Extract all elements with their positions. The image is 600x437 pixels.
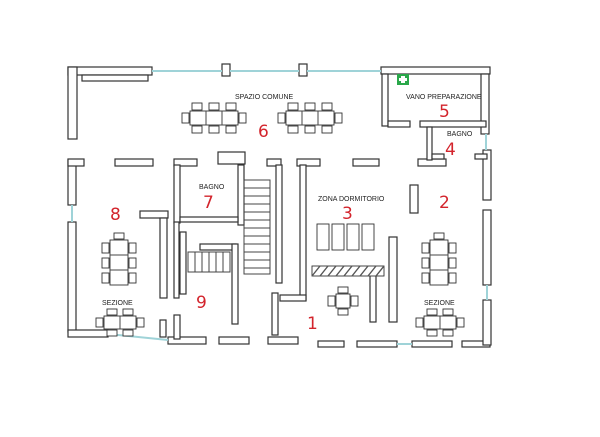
room-number-3: 3 xyxy=(342,204,353,224)
tables-sezione-left xyxy=(95,232,145,337)
label-vano-preparazione: VANO PREPARAZIONE xyxy=(406,94,482,101)
wall-top-left xyxy=(67,66,153,76)
windows xyxy=(71,70,488,345)
room-number-8: 8 xyxy=(110,205,121,225)
tables-spazio-comune xyxy=(181,102,343,134)
label-bagno-left: BAGNO xyxy=(199,184,225,191)
exterior-walls xyxy=(67,63,492,348)
room-number-5: 5 xyxy=(439,102,450,122)
wall-inner-top-left xyxy=(81,74,149,82)
wall-vano-left xyxy=(381,73,389,127)
wall-left-mid xyxy=(67,159,77,206)
label-sezione-left: SEZIONE xyxy=(102,300,133,307)
wall-top-right xyxy=(380,66,491,75)
room-number-4: 4 xyxy=(445,140,456,160)
wall-bottom-5 xyxy=(317,340,345,348)
label-spazio-comune: SPAZIO COMUNE xyxy=(235,94,294,101)
wall-bottom-6 xyxy=(356,340,398,348)
wall-vano-bottom-a xyxy=(387,120,411,128)
wall-bottom-4 xyxy=(267,336,299,345)
room-number-7: 7 xyxy=(203,193,214,213)
room-number-1: 1 xyxy=(307,314,318,334)
wall-bottom-2 xyxy=(167,336,207,345)
room-number-2: 2 xyxy=(439,193,450,213)
wall-vano-bottom-b xyxy=(419,120,487,128)
wall-bottom-1 xyxy=(67,329,109,338)
wall-right-bottom xyxy=(482,299,492,346)
wall-left-upper xyxy=(67,66,78,140)
wall-right-lower xyxy=(482,209,492,286)
column-top-2 xyxy=(298,63,308,77)
room-number-6: 6 xyxy=(258,122,269,142)
beds-dormitorio xyxy=(311,223,385,277)
first-aid-icon xyxy=(397,74,409,85)
tables-sezione-right xyxy=(415,232,465,337)
label-bagno-right: BAGNO xyxy=(447,131,473,138)
room-number-9: 9 xyxy=(196,293,207,313)
column-top-1 xyxy=(221,63,231,77)
interior-walls xyxy=(67,126,488,340)
staircase xyxy=(187,179,271,275)
label-sezione-right: SEZIONE xyxy=(424,300,455,307)
wall-bottom-7 xyxy=(411,340,453,348)
label-zona-dormitorio: ZONA DORMITORIO xyxy=(318,196,385,203)
table-area-1 xyxy=(327,286,359,316)
wall-bottom-3 xyxy=(218,336,250,345)
wall-left-lower xyxy=(67,221,77,333)
